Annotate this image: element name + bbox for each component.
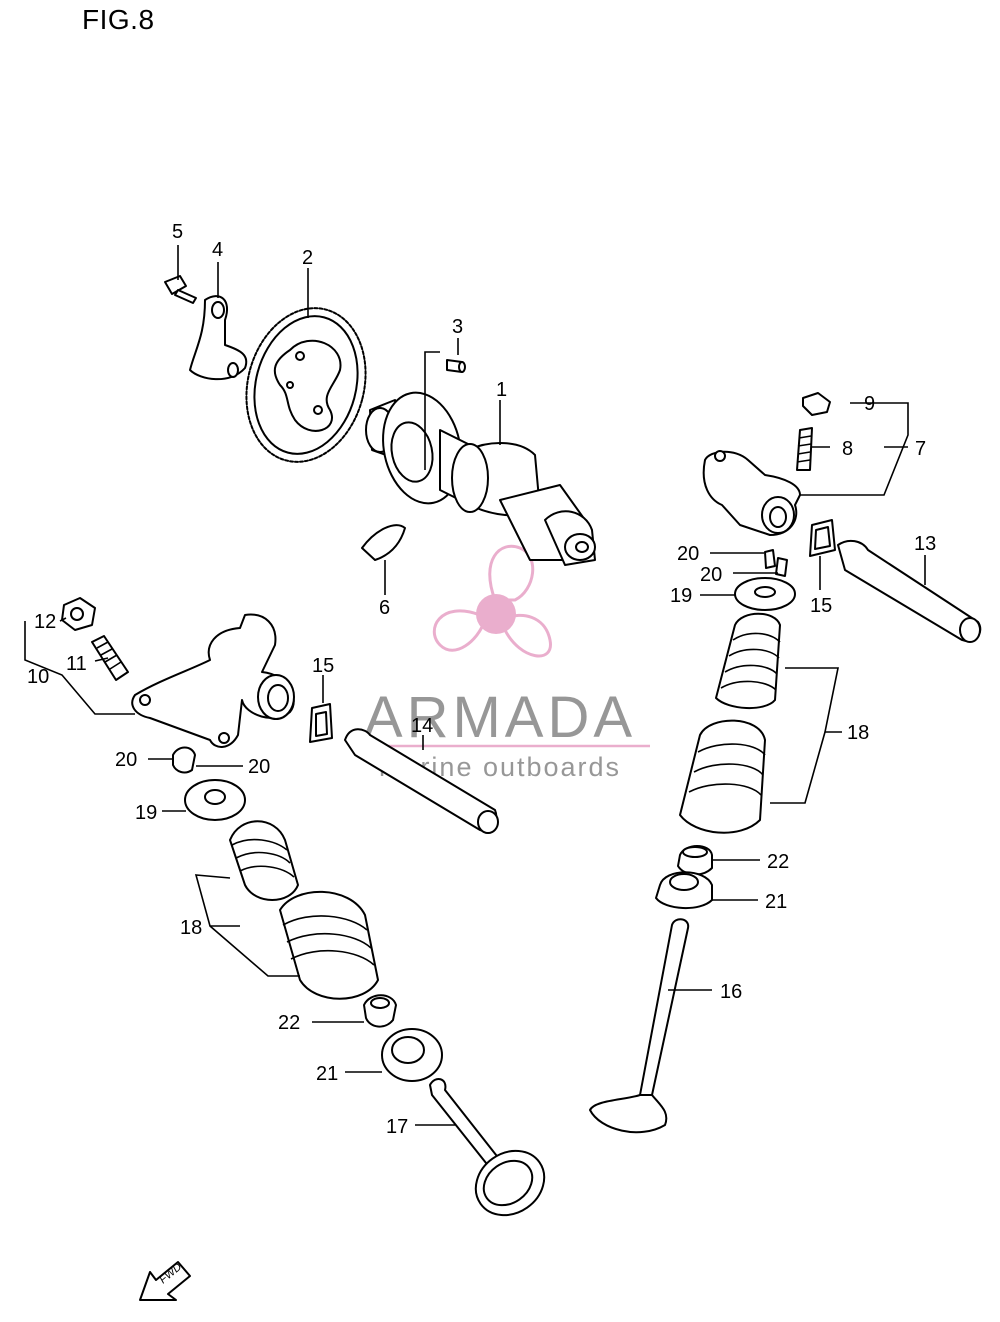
- part-14-rocker-shaft: [344, 728, 499, 834]
- callout-12: 12: [34, 611, 56, 633]
- callout-20-right-a: 20: [677, 543, 699, 565]
- callout-6: 6: [379, 597, 390, 619]
- part-21-spring-seat-right: [655, 871, 713, 910]
- callout-21-left: 21: [316, 1063, 338, 1085]
- part-4-bracket: [189, 295, 248, 381]
- callout-labels: 1 2 3 4 5 6 7 8 9 10 11 12 13 14 15 15 1…: [27, 221, 936, 1138]
- callout-21-right: 21: [765, 891, 787, 913]
- callout-22-right: 22: [767, 851, 789, 873]
- callout-2: 2: [302, 247, 313, 269]
- propeller-logo-icon: [432, 544, 552, 658]
- part-5-bolt: [164, 275, 197, 304]
- figure-title: FIG.8: [82, 4, 155, 35]
- watermark-brand: ARMADA: [364, 685, 636, 750]
- part-20-cotters-right: [764, 549, 788, 577]
- callout-19-right: 19: [670, 585, 692, 607]
- part-15-shim-left: [309, 703, 333, 743]
- callout-14: 14: [411, 715, 433, 737]
- callout-15-right: 15: [810, 595, 832, 617]
- part-18-valve-springs-right: [679, 612, 781, 834]
- callout-13: 13: [914, 533, 936, 555]
- callout-9: 9: [864, 393, 875, 415]
- callout-20-left-b: 20: [248, 756, 270, 778]
- callout-7: 7: [915, 438, 926, 460]
- part-9-nut: [802, 392, 831, 416]
- callout-22-left: 22: [278, 1012, 300, 1034]
- part-12-nut: [61, 597, 96, 631]
- part-2-cam-gear: [245, 307, 367, 463]
- callout-11: 11: [66, 653, 87, 675]
- part-15-shim-right: [809, 519, 836, 557]
- part-19-retainer-left: [184, 779, 246, 821]
- part-1-camshaft: [365, 391, 596, 566]
- part-22-valve-seal-right: [677, 845, 713, 876]
- part-8-screw: [796, 427, 813, 471]
- part-6-key: [361, 524, 406, 561]
- part-20-cotter-left: [172, 746, 196, 774]
- part-10-rocker-arm: [131, 613, 295, 748]
- callout-20-right-b: 20: [700, 564, 722, 586]
- callout-15-left: 15: [312, 655, 334, 677]
- callout-5: 5: [172, 221, 183, 243]
- callout-17: 17: [386, 1116, 408, 1138]
- part-21-spring-seat-left: [381, 1028, 443, 1082]
- part-3-pin: [446, 359, 466, 373]
- part-17-exhaust-valve: [429, 1078, 546, 1217]
- callout-10: 10: [27, 666, 49, 688]
- callout-3: 3: [452, 316, 463, 338]
- part-19-retainer-right: [734, 577, 796, 611]
- part-16-intake-valve: [589, 918, 690, 1134]
- part-7-rocker-arm: [702, 450, 801, 536]
- callout-8: 8: [842, 438, 853, 460]
- part-18-valve-springs-left: [229, 820, 379, 1000]
- callout-1: 1: [496, 379, 507, 401]
- fwd-arrow-icon: FWD: [139, 1261, 191, 1301]
- leader-lines: [24, 245, 926, 1126]
- part-13-rocker-shaft: [837, 539, 982, 643]
- part-11-screw: [91, 635, 129, 681]
- callout-18-right: 18: [847, 722, 869, 744]
- callout-20-left-a: 20: [115, 749, 137, 771]
- callout-19-left: 19: [135, 802, 157, 824]
- part-22-valve-seal-left: [363, 994, 397, 1028]
- callout-16: 16: [720, 981, 742, 1003]
- armada-watermark: ARMADA marine outboards: [350, 544, 650, 782]
- callout-18-left: 18: [180, 917, 202, 939]
- callout-4: 4: [212, 239, 223, 261]
